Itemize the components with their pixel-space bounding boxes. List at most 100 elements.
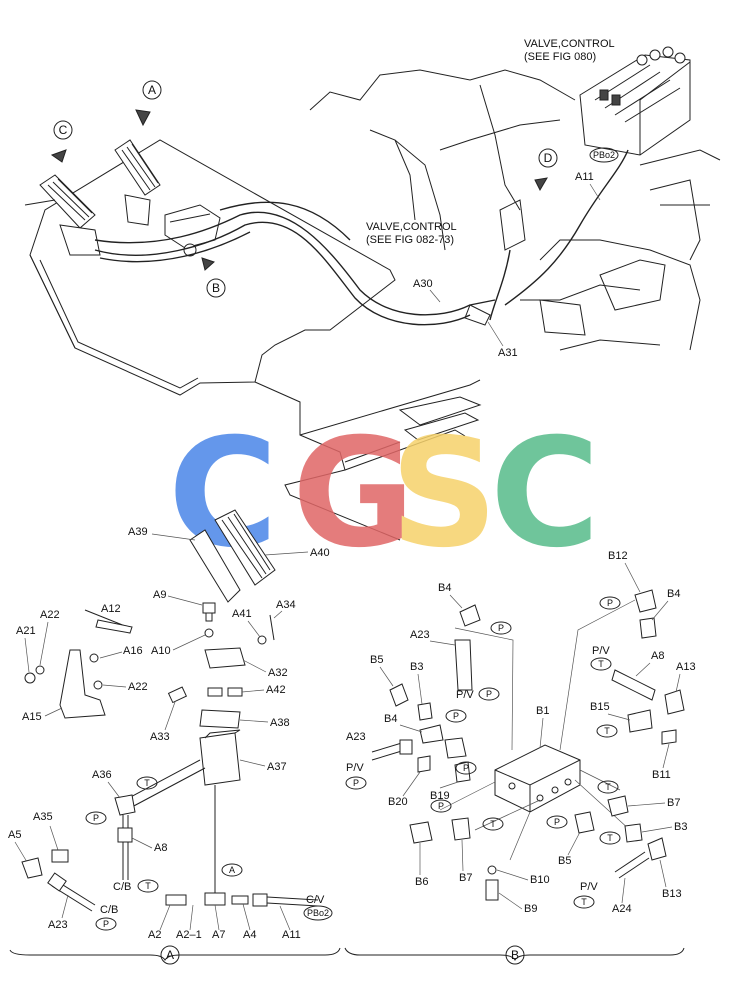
- label-b20: B20: [388, 796, 408, 808]
- label-b4-top: B4: [438, 582, 451, 594]
- label-valve-control-082: VALVE,CONTROL: [366, 221, 457, 233]
- label-a12: A12: [101, 603, 121, 615]
- svg-text:A: A: [166, 948, 174, 962]
- section-a-label: A: [160, 945, 180, 965]
- badge-t-b7: T: [597, 780, 619, 794]
- badge-pbo2-top: PBo2: [589, 147, 619, 163]
- label-a40: A40: [310, 547, 330, 559]
- label-see-fig-080: (SEE FIG 080): [524, 51, 596, 63]
- label-b10: B10: [530, 874, 550, 886]
- badge-pbo2-a: PBo2: [303, 905, 333, 921]
- label-a34: A34: [276, 599, 296, 611]
- svg-text:P: P: [498, 623, 504, 633]
- label-a9: A9: [153, 589, 166, 601]
- svg-text:S: S: [390, 407, 498, 581]
- label-pv1: P/V: [456, 689, 474, 701]
- label-a41: A41: [232, 608, 252, 620]
- label-a7: A7: [212, 929, 225, 941]
- badge-p-b4: P: [490, 621, 512, 635]
- label-a23-b: A23: [410, 629, 430, 641]
- label-pv3: P/V: [346, 762, 364, 774]
- label-a15: A15: [22, 711, 42, 723]
- svg-text:P: P: [438, 801, 444, 811]
- svg-text:T: T: [144, 778, 150, 788]
- badge-p-b12: P: [599, 596, 621, 610]
- label-a8: A8: [154, 842, 167, 854]
- svg-text:G: G: [292, 407, 415, 581]
- svg-text:T: T: [581, 897, 587, 907]
- label-a31: A31: [498, 347, 518, 359]
- section-b-label: B: [505, 945, 525, 965]
- label-a23: A23: [48, 919, 68, 931]
- label-b11: B11: [652, 769, 671, 781]
- label-a11: A11: [282, 929, 301, 941]
- label-a21: A21: [16, 625, 36, 637]
- label-b3: B3: [410, 661, 423, 673]
- svg-text:PBo2: PBo2: [307, 908, 329, 918]
- svg-text:C: C: [490, 407, 600, 581]
- top-assembly-view: A C B D VALVE,CONTROL (SEE FIG 080) VALV…: [24, 38, 721, 541]
- callout-c: C: [53, 120, 73, 140]
- label-a4: A4: [243, 929, 256, 941]
- badge-p-b3: P: [445, 709, 467, 723]
- svg-text:P: P: [486, 689, 492, 699]
- label-a30: A30: [413, 278, 433, 290]
- svg-text:P: P: [453, 711, 459, 721]
- pedal-assembly-a39-a40: A39 A40: [128, 509, 330, 603]
- label-b4: B4: [384, 713, 397, 725]
- label-b13: B13: [662, 888, 682, 900]
- label-b5-low: B5: [558, 855, 571, 867]
- callout-b: B: [206, 278, 226, 298]
- label-see-fig-082: (SEE FIG 082-73): [366, 234, 454, 246]
- svg-text:B: B: [212, 281, 220, 295]
- label-a22: A22: [128, 681, 148, 693]
- label-b9: B9: [524, 903, 537, 915]
- label-b5: B5: [370, 654, 383, 666]
- label-b12: B12: [608, 550, 628, 562]
- svg-text:D: D: [544, 151, 553, 165]
- label-b7: B7: [459, 872, 472, 884]
- cgsc-watermark: C G S C: [168, 407, 600, 581]
- badge-p-cb: P: [95, 917, 117, 931]
- svg-text:T: T: [604, 726, 610, 736]
- label-a11-top: A11: [575, 171, 594, 183]
- badge-t-b3: T: [599, 831, 621, 845]
- svg-text:P: P: [93, 813, 99, 823]
- label-b1: B1: [536, 705, 549, 717]
- badge-p-a35: P: [85, 811, 107, 825]
- svg-text:P: P: [463, 763, 469, 773]
- badge-t-mid: T: [482, 817, 504, 831]
- label-a2: A2: [148, 929, 161, 941]
- label-pv2: P/V: [592, 645, 610, 657]
- badge-p-b5: P: [546, 815, 568, 829]
- label-cb-t: C/B: [113, 881, 131, 893]
- svg-text:A: A: [229, 865, 235, 875]
- label-a2-1: A2–1: [176, 929, 202, 941]
- label-b15: B15: [590, 701, 610, 713]
- label-a42: A42: [266, 684, 286, 696]
- label-a13: A13: [676, 661, 696, 673]
- badge-t-a8: T: [590, 657, 612, 671]
- badge-p-pv1: P: [478, 687, 500, 701]
- badge-a-small: A: [221, 863, 243, 877]
- label-a36: A36: [92, 769, 112, 781]
- label-a8-b: A8: [651, 650, 664, 662]
- svg-text:P: P: [607, 598, 613, 608]
- badge-p-a23: P: [345, 776, 367, 790]
- svg-text:B: B: [511, 948, 519, 962]
- svg-text:T: T: [605, 782, 611, 792]
- label-a23-b2: A23: [346, 731, 366, 743]
- badge-p-b19: P: [455, 761, 477, 775]
- label-a32: A32: [268, 667, 288, 679]
- badge-t-a36: T: [136, 776, 158, 790]
- callout-a: A: [142, 80, 162, 100]
- label-pv4: P/V: [580, 881, 598, 893]
- label-b4-right: B4: [667, 588, 680, 600]
- badge-t-b15: T: [596, 724, 618, 738]
- label-cv: C/V: [306, 894, 325, 906]
- pedal-c: [24, 174, 101, 256]
- label-a10: A10: [151, 645, 171, 657]
- label-valve-control-080: VALVE,CONTROL: [524, 38, 615, 50]
- badge-t-pv4: T: [573, 895, 595, 909]
